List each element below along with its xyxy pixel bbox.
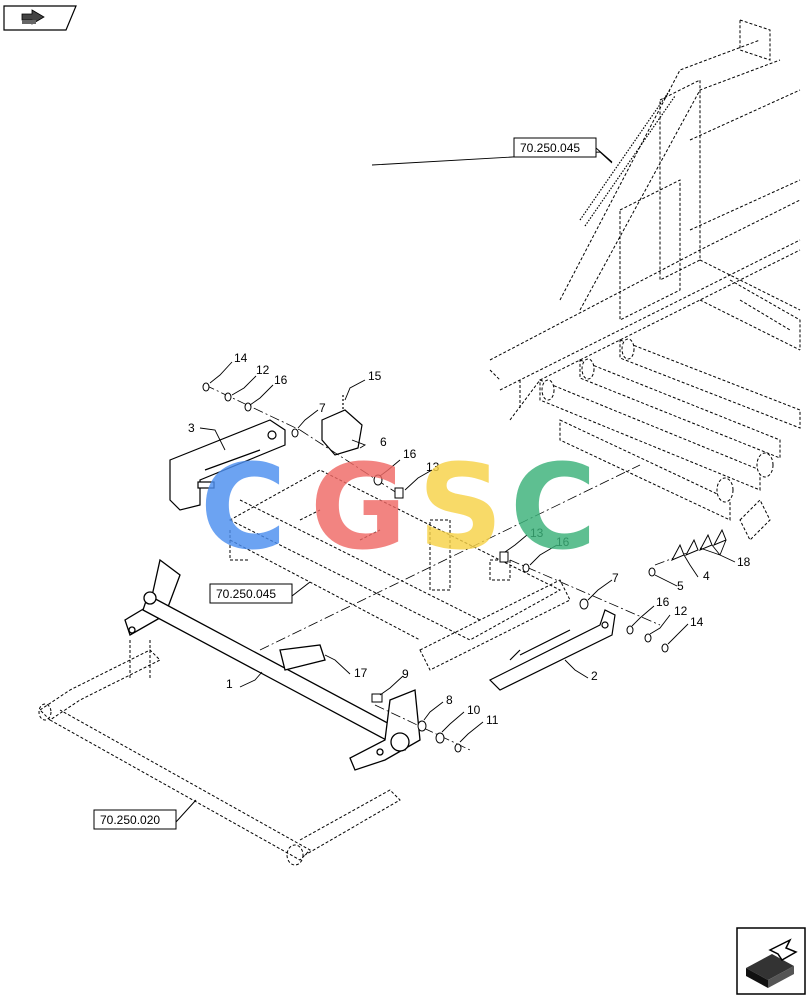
callout-4: 4 [703, 569, 710, 583]
callout-16-lower: 16 [556, 535, 570, 549]
reference-box-middle[interactable]: 70.250.045 [209, 581, 311, 604]
callout-7-upper: 7 [319, 401, 326, 415]
reference-label-lower: 70.250.020 [100, 813, 160, 827]
callout-14-right: 14 [690, 615, 704, 629]
callout-5: 5 [677, 579, 684, 593]
floor-rollers [539, 338, 801, 541]
callout-7-right: 7 [612, 571, 619, 585]
baler-frame [489, 19, 801, 421]
hand-pointing-icon [21, 9, 45, 25]
callout-1: 1 [226, 677, 233, 691]
bracket-left [169, 419, 286, 511]
top-nav-tab[interactable] [3, 5, 77, 31]
callout-labels: 14 12 16 15 7 3 6 16 13 13 16 5 4 18 7 1… [188, 351, 751, 727]
reference-box-upper[interactable]: 70.250.045 [513, 137, 613, 163]
watermark-letter-s: S [418, 438, 503, 576]
callout-16-upper: 16 [274, 373, 288, 387]
callout-11: 11 [486, 713, 499, 727]
callout-12-upper: 12 [256, 363, 270, 377]
scraper-bar [488, 609, 616, 691]
watermark-letter-c1: C [200, 438, 287, 576]
callout-15: 15 [368, 369, 382, 383]
callout-6: 6 [380, 435, 387, 449]
callout-17: 17 [354, 666, 368, 680]
plate-cover [321, 395, 363, 456]
callout-14-upper: 14 [234, 351, 248, 365]
callout-2: 2 [591, 669, 598, 683]
watermark-letter-g: G [310, 438, 407, 576]
reference-label-upper: 70.250.045 [520, 141, 580, 155]
reference-label-middle: 70.250.045 [216, 587, 276, 601]
callout-16-right: 16 [656, 595, 670, 609]
callout-9: 9 [402, 667, 409, 681]
callout-12-right: 12 [674, 604, 688, 618]
callout-13-middle: 13 [426, 460, 440, 474]
callout-3: 3 [188, 421, 195, 435]
hardware-items [202, 382, 727, 753]
callout-10: 10 [467, 703, 481, 717]
cgsc-watermark: C G S C [200, 438, 597, 576]
callout-13-lower: 13 [530, 526, 544, 540]
reference-box-lower[interactable]: 70.250.020 [93, 799, 197, 830]
drive-chain [579, 89, 676, 227]
lower-frame [38, 640, 401, 866]
callout-8: 8 [446, 693, 453, 707]
callout-18: 18 [737, 555, 751, 569]
next-page-button[interactable] [736, 927, 806, 995]
watermark-letter-c2: C [510, 438, 597, 576]
callout-16-middle: 16 [403, 447, 417, 461]
tube-assembly [124, 558, 421, 771]
next-page-arrow-icon [746, 938, 798, 988]
center-crossmember [228, 469, 571, 671]
